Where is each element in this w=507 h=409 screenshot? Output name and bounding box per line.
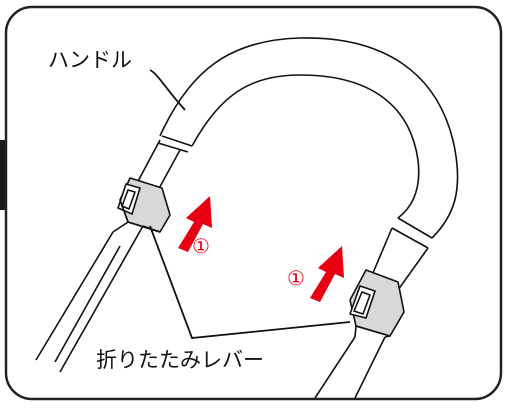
step-number-right: ① [287, 266, 305, 290]
handle-label: ハンドル [48, 48, 132, 72]
handle-leader-line [149, 69, 186, 111]
handle-bar [127, 37, 459, 291]
lever-leader-line [149, 225, 351, 339]
right-up-arrow-icon [310, 246, 344, 302]
right-frame-tube [314, 336, 386, 399]
leader-lines [149, 69, 351, 339]
side-tab [0, 140, 7, 210]
fold-lever-label: 折りたたみレバー [96, 348, 264, 372]
left-fold-lever [112, 177, 171, 233]
right-fold-lever [349, 269, 405, 338]
left-up-arrow-icon [178, 196, 212, 252]
step-number-left: ① [192, 234, 210, 258]
left-frame-tube [35, 225, 144, 373]
